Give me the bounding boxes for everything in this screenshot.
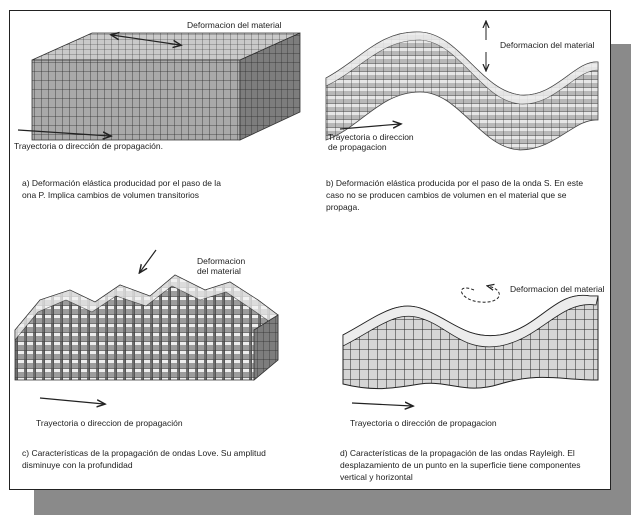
love-wave-trajectory-label: Trayectoria o direccion de propagación — [36, 418, 183, 428]
love-wave-caption: c) Características de la propagación de … — [22, 447, 312, 471]
p-wave-block — [31, 32, 301, 141]
s-wave-block — [325, 31, 599, 151]
p-wave-caption-line: a) Deformación elástica producidad por e… — [22, 178, 221, 188]
love-wave-trajectory-arrow — [39, 397, 104, 404]
love-wave-deformation-label-line2: del material — [197, 266, 241, 276]
love-wave-deformation-label-line1: Deformacion — [197, 256, 246, 266]
s-wave-caption-line: caso no se producen cambios de volumen e… — [326, 190, 567, 200]
rayleigh-caption-line: vertical y horizontal — [340, 472, 413, 482]
s-wave-trajectory-arrow — [339, 124, 400, 130]
rayleigh-caption-line: desplazamiento de un punto en la superfi… — [340, 460, 581, 470]
rayleigh-rotation-arrow — [461, 286, 500, 303]
rayleigh-deformation-label: Deformacion del material — [510, 284, 605, 294]
love-wave-caption-line: c) Características de la propagación de … — [22, 448, 266, 458]
s-wave-trajectory-label-line1: Trayectoria o direccion — [328, 132, 414, 142]
p-wave-trajectory-arrow — [17, 129, 110, 136]
s-wave-caption-line: b) Deformación elástica producida por el… — [326, 178, 584, 188]
p-wave-trajectory-label: Trayectoria o dirección de propagación. — [14, 141, 163, 151]
rayleigh-trajectory-label: Trayectoria o dirección de propagacion — [350, 418, 497, 428]
rayleigh-wave-block — [342, 294, 599, 390]
s-wave-deformation-label: Deformacion del material — [500, 40, 595, 50]
rayleigh-caption-line: d) Características de la propagación de … — [340, 448, 575, 458]
rayleigh-trajectory-arrow — [351, 403, 412, 406]
p-wave-caption-line: ona P. Implica cambios de volumen transi… — [22, 190, 200, 200]
p-wave-deformation-label: Deformacion del material — [187, 20, 282, 30]
love-wave-block — [14, 274, 279, 381]
p-wave-deformation-arrow — [112, 35, 180, 45]
rayleigh-caption: d) Características de la propagación de … — [340, 447, 608, 483]
s-wave-caption: b) Deformación elástica producida por el… — [326, 177, 606, 213]
love-wave-caption-line: disminuye con la profundidad — [22, 460, 133, 470]
s-wave-caption-line: propaga. — [326, 202, 360, 212]
love-wave-deformation-arrow — [140, 249, 157, 272]
s-wave-trajectory-label-line2: de propagacion — [328, 142, 387, 152]
p-wave-caption: a) Deformación elástica producidad por e… — [22, 177, 302, 201]
